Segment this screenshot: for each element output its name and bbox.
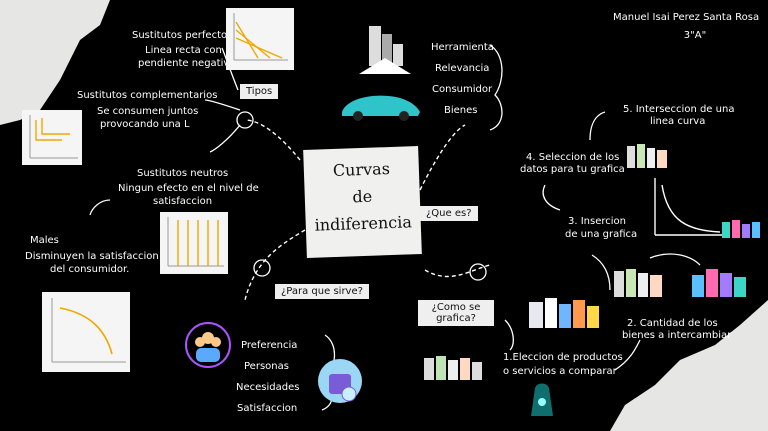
arrow-step4-step5 [589,111,606,141]
para-que-item-4: Satisfaccion [237,403,298,414]
males-lines [51,298,126,363]
step3-line1: 3. Insercion [568,216,626,227]
males-title: Males [30,235,59,246]
que-es-item-3: Consumidor [432,84,493,95]
males-desc1: Disminuyen la satisfaccion [25,251,159,262]
perfectos-lines [233,13,288,61]
author-group: 3"A" [683,30,707,41]
neutros-title: Sustitutos neutros [137,168,229,179]
step3-products-icon [722,220,760,238]
torn-paper-top-left [0,0,110,125]
loop-tipos [236,111,254,129]
neutros-desc2: satisfaccion [153,196,213,207]
complementarios-lines [29,115,78,159]
arrow-to-graph-chart [649,253,701,266]
complementarios-chart [22,110,82,165]
para-que-item-3: Necesidades [236,382,300,393]
como-label: ¿Como se grafica? [418,300,494,326]
torn-paper-bottom-right [610,300,768,431]
complementarios-desc2: provocando una L [100,119,190,130]
como-label-line1: ¿Como se [431,302,481,313]
step5-line2: linea curva [650,116,706,127]
cosmetics-icon [424,356,482,380]
perfectos-title: Sustitutos perfectos [132,30,233,41]
arrow-to-neutros [209,124,241,153]
arrow-step2-step3 [591,254,611,291]
que-es-item-2: Relevancia [435,63,490,74]
arrow-to-complementarios [204,99,241,111]
loop-para-que [253,259,271,277]
connector-center-para-que [244,229,306,301]
que-es-label: ¿Que es? [420,206,478,221]
tipos-label: Tipos [240,84,279,99]
neutros-lines [167,217,224,267]
jewelry-icon [531,383,553,416]
neutros-chart [160,212,228,274]
que-es-item-4: Bienes [444,105,478,116]
step2-colorful-products-icon [692,269,746,297]
buildings-icon [359,26,411,74]
people-icon [185,322,231,368]
step2-line1: 2. Cantidad de los [627,318,718,329]
brace-que-es [489,44,503,131]
connector-center-tipos [244,119,301,161]
perfectos-desc1: Linea recta con [145,45,222,56]
complementarios-desc1: Se consumen juntos [97,106,199,117]
shopping-icon [318,359,362,403]
como-label-line2: grafica? [436,313,476,324]
step2-line2: bienes a intercambiar [622,330,732,341]
step5-chart [654,178,725,236]
neutros-desc1: Ningun efecto en el nivel de [118,183,259,194]
arrow-step3-step4 [542,184,561,211]
que-es-item-1: Herramienta [431,42,494,53]
loop-como [469,263,487,281]
step4-line2: datos para tu grafica [520,164,625,175]
males-desc2: del consumidor. [50,264,130,275]
step3-line2: de una grafica [565,229,638,240]
car-icon [342,95,420,121]
center-card: Curvas de indiferencia [303,146,422,258]
step4-line1: 4. Seleccion de los [526,152,620,163]
step1-line2: o servicios a comparar [503,366,617,377]
products-icon [529,298,599,328]
males-chart [42,292,130,372]
para-que-item-2: Personas [244,361,289,372]
step1-line1: 1.Eleccion de productos [503,352,623,363]
center-title-line1: Curvas [332,159,391,181]
para-que-item-1: Preferencia [241,340,298,351]
center-title-line3: indiferencia [314,212,413,235]
step5-line1: 5. Interseccion de una [623,104,735,115]
arrow-step1-step2 [614,339,641,371]
connector-center-que-es [419,124,466,191]
author-name: Manuel Isai Perez Santa Rosa [613,12,760,23]
perfectos-desc2: pendiente negativa [138,58,236,69]
step2-products-icon [614,269,662,297]
para-que-label: ¿Para que sirve? [275,284,369,299]
center-title-line2: de [352,186,373,207]
arrow-to-males [89,199,111,216]
arrow-como-step1 [504,319,514,351]
connector-como [424,264,491,278]
perfectos-chart [226,8,294,70]
complementarios-title: Sustitutos complementarios [77,90,218,101]
step4-products-icon [627,144,667,168]
